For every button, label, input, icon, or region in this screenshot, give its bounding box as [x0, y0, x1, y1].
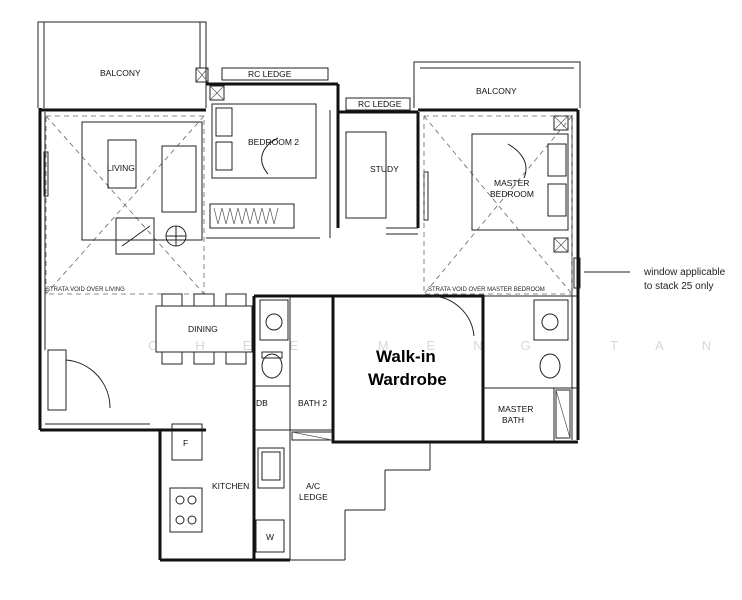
sink-icon — [257, 447, 285, 489]
study-desk — [345, 131, 387, 219]
strata-void-living-label: STRATA VOID OVER LIVING — [46, 287, 125, 293]
balcony-right-outline — [413, 61, 581, 108]
master-bedroom-label-2: BEDROOM — [490, 189, 534, 199]
bath2-label: BATH 2 — [298, 398, 327, 408]
kitchen-label: KITCHEN — [212, 481, 249, 491]
master-bath-label-1: MASTER — [498, 404, 533, 414]
master-bedroom-label-1: MASTER — [494, 178, 529, 188]
ac-ledge-label-2: LEDGE — [299, 492, 328, 502]
living-sofa — [81, 121, 203, 241]
strata-void-master-label: STRATA VOID OVER MASTER BEDROOM — [428, 287, 545, 293]
walk-in-label-2: Wardrobe — [368, 370, 447, 389]
master-bath-label-2: BATH — [502, 415, 524, 425]
fridge-icon — [171, 423, 203, 461]
window-note-line2: to stack 25 only — [644, 281, 713, 292]
window-note-line1: window applicable — [643, 267, 726, 278]
furniture — [47, 103, 571, 553]
stove-icon — [169, 487, 203, 533]
db-label: DB — [256, 398, 268, 408]
walk-in-wardrobe-box — [331, 294, 485, 444]
ac-ledge-label-1: A/C — [306, 481, 320, 491]
washer-icon — [255, 519, 285, 553]
bedroom2-label: BEDROOM 2 — [248, 137, 299, 147]
bedroom2-bed — [211, 103, 317, 179]
balcony-left-outline — [37, 21, 207, 108]
walk-in-label-1: Walk-in — [376, 347, 436, 366]
fridge-label: F — [183, 438, 188, 448]
washer-label: W — [266, 532, 274, 542]
master-bed — [471, 133, 569, 231]
strata-voids — [45, 115, 573, 295]
bedroom2-wardrobe — [209, 203, 295, 229]
rc-ledge-top-label: RC LEDGE — [248, 69, 292, 79]
watermark: CHEE MENG TAN — [148, 338, 742, 353]
balcony-left-label: BALCONY — [100, 68, 141, 78]
balcony-right-label: BALCONY — [476, 86, 517, 96]
labels: BALCONY RC LEDGE RC LEDGE BALCONY LIVING… — [46, 68, 726, 542]
entry-door — [65, 359, 111, 409]
study-label: STUDY — [370, 164, 399, 174]
living-label: LIVING — [107, 163, 135, 173]
rc-ledge-mid-label: RC LEDGE — [358, 99, 402, 109]
dining-label: DINING — [188, 324, 218, 334]
